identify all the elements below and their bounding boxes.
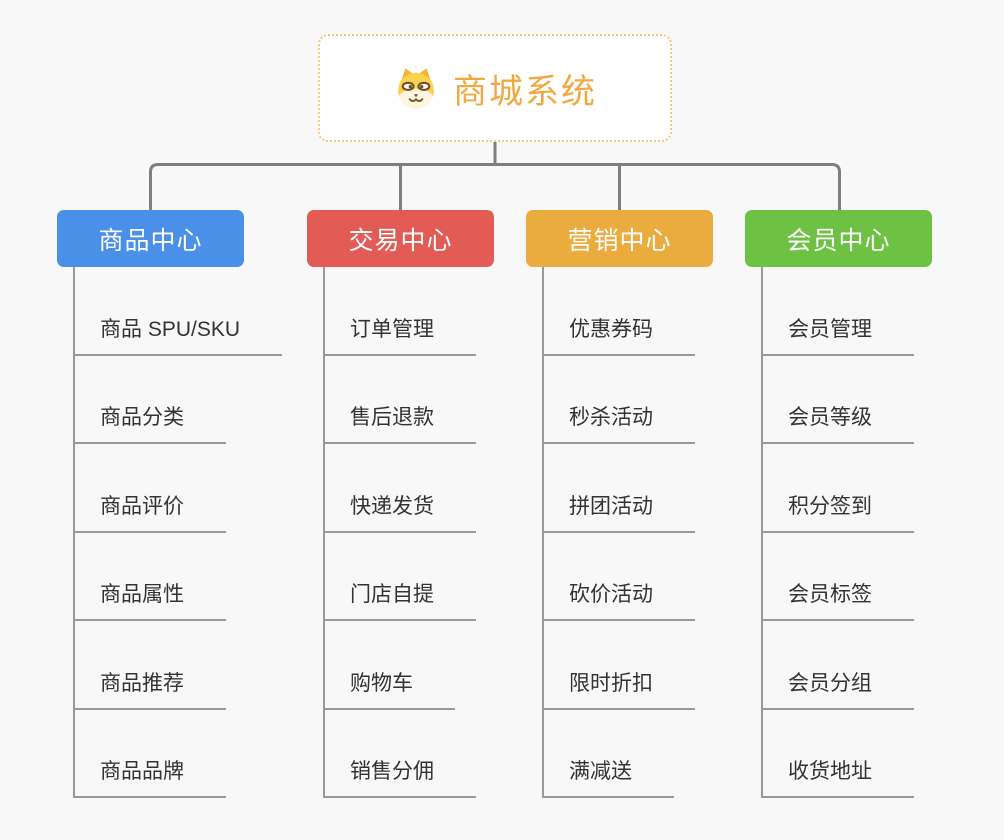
subtopic-node: 会员管理 bbox=[761, 267, 1001, 356]
subtopic-label[interactable]: 秒杀活动 bbox=[542, 401, 695, 444]
subtopic-label[interactable]: 售后退款 bbox=[323, 401, 476, 444]
subtopic-label[interactable]: 快递发货 bbox=[323, 490, 476, 533]
subtopic-node: 售后退款 bbox=[323, 356, 563, 444]
subtopic-label[interactable]: 会员标签 bbox=[761, 578, 914, 621]
subtopic-label[interactable]: 商品评价 bbox=[73, 490, 226, 533]
subtopic-label[interactable]: 拼团活动 bbox=[542, 490, 695, 533]
subtopic-node: 商品推荐 bbox=[73, 621, 313, 710]
subtopic-label[interactable]: 销售分佣 bbox=[323, 755, 476, 798]
subtopic-label[interactable]: 商品属性 bbox=[73, 578, 226, 621]
branch-subtopics-trade-center: 订单管理 售后退款 快递发货 门店自提 购物车 销售分佣 bbox=[323, 267, 563, 798]
subtopic-label[interactable]: 会员分组 bbox=[761, 667, 914, 710]
subtopic-label[interactable]: 会员等级 bbox=[761, 401, 914, 444]
branch-bus-line bbox=[149, 163, 841, 210]
branch-label: 交易中心 bbox=[348, 226, 453, 255]
subtopic-node: 满减送 bbox=[542, 710, 782, 798]
subtopic-label[interactable]: 砍价活动 bbox=[542, 578, 695, 621]
subtopic-label[interactable]: 订单管理 bbox=[323, 313, 476, 356]
subtopic-node: 商品属性 bbox=[73, 533, 313, 621]
subtopic-label[interactable]: 商品分类 bbox=[73, 401, 226, 444]
subtopic-node: 收货地址 bbox=[761, 710, 1001, 798]
branch-label: 会员中心 bbox=[786, 226, 891, 255]
subtopic-node: 订单管理 bbox=[323, 267, 563, 356]
branch-subtopics-marketing-center: 优惠券码 秒杀活动 拼团活动 砍价活动 限时折扣 满减送 bbox=[542, 267, 782, 798]
branch-subtopics-member-center: 会员管理 会员等级 积分签到 会员标签 会员分组 收货地址 bbox=[761, 267, 1001, 798]
subtopic-node: 会员分组 bbox=[761, 621, 1001, 710]
subtopic-node: 砍价活动 bbox=[542, 533, 782, 621]
subtopic-label[interactable]: 满减送 bbox=[542, 755, 674, 798]
subtopic-label[interactable]: 购物车 bbox=[323, 667, 455, 710]
subtopic-label[interactable]: 商品品牌 bbox=[73, 755, 226, 798]
branch-node-member-center[interactable]: 会员中心 bbox=[745, 210, 932, 267]
subtopic-label[interactable]: 限时折扣 bbox=[542, 667, 695, 710]
branch-label: 营销中心 bbox=[567, 226, 672, 255]
branch-label: 商品中心 bbox=[98, 226, 203, 255]
subtopic-node: 快递发货 bbox=[323, 444, 563, 533]
subtopic-node: 商品 SPU/SKU bbox=[73, 267, 313, 356]
subtopic-node: 限时折扣 bbox=[542, 621, 782, 710]
branch-subtopics-product-center: 商品 SPU/SKU 商品分类 商品评价 商品属性 商品推荐 商品品牌 bbox=[73, 267, 313, 798]
subtopic-label[interactable]: 会员管理 bbox=[761, 313, 914, 356]
subtopic-label[interactable]: 商品 SPU/SKU bbox=[73, 313, 283, 356]
subtopic-node: 秒杀活动 bbox=[542, 356, 782, 444]
subtopic-node: 销售分佣 bbox=[323, 710, 563, 798]
subtopic-node: 优惠券码 bbox=[542, 267, 782, 356]
shiba-dog-icon bbox=[393, 67, 439, 110]
branch-node-trade-center[interactable]: 交易中心 bbox=[307, 210, 494, 267]
subtopic-node: 购物车 bbox=[323, 621, 563, 710]
subtopic-label[interactable]: 商品推荐 bbox=[73, 667, 226, 710]
subtopic-node: 会员等级 bbox=[761, 356, 1001, 444]
subtopic-node: 门店自提 bbox=[323, 533, 563, 621]
branch-node-marketing-center[interactable]: 营销中心 bbox=[526, 210, 713, 267]
branch-node-product-center[interactable]: 商品中心 bbox=[57, 210, 244, 267]
subtopic-node: 商品品牌 bbox=[73, 710, 313, 798]
root-title: 商城系统 bbox=[453, 72, 597, 111]
subtopic-node: 商品分类 bbox=[73, 356, 313, 444]
subtopic-node: 会员标签 bbox=[761, 533, 1001, 621]
root-node[interactable]: 商城系统 bbox=[318, 34, 672, 142]
subtopic-node: 商品评价 bbox=[73, 444, 313, 533]
subtopic-label[interactable]: 积分签到 bbox=[761, 490, 914, 533]
subtopic-label[interactable]: 门店自提 bbox=[323, 578, 476, 621]
subtopic-node: 积分签到 bbox=[761, 444, 1001, 533]
subtopic-label[interactable]: 优惠券码 bbox=[542, 313, 695, 356]
subtopic-label[interactable]: 收货地址 bbox=[761, 755, 914, 798]
subtopic-node: 拼团活动 bbox=[542, 444, 782, 533]
